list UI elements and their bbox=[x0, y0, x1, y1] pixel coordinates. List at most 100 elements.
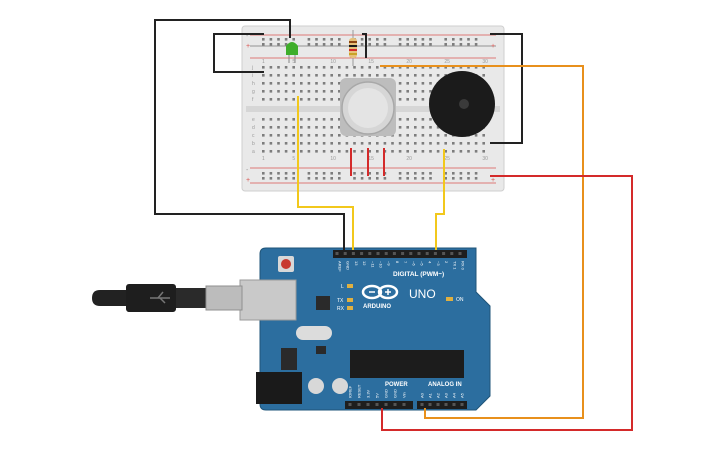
breadboard-hole bbox=[360, 142, 364, 145]
analog-header[interactable] bbox=[417, 401, 467, 409]
digital-pin[interactable] bbox=[433, 252, 437, 255]
usb-chip bbox=[316, 296, 330, 310]
breadboard-hole bbox=[322, 66, 326, 69]
breadboard-hole bbox=[406, 90, 409, 93]
digital-pin[interactable] bbox=[450, 252, 454, 255]
rail-hole bbox=[368, 38, 371, 41]
power-pin[interactable] bbox=[348, 403, 352, 406]
column-number: 1 bbox=[262, 156, 265, 162]
breadboard-hole bbox=[300, 66, 303, 69]
rail-hole bbox=[406, 43, 409, 46]
power-pin[interactable] bbox=[393, 403, 397, 406]
row-letter: j bbox=[251, 65, 253, 71]
breadboard-hole bbox=[330, 66, 333, 69]
resistor[interactable] bbox=[349, 30, 357, 66]
power-pin[interactable] bbox=[357, 403, 361, 406]
breadboard-hole bbox=[429, 90, 432, 93]
rail-hole bbox=[338, 177, 341, 180]
breadboard-hole bbox=[345, 74, 349, 77]
column-number: 5 bbox=[292, 59, 295, 65]
digital-label: DIGITAL (PWM~) bbox=[393, 271, 444, 278]
breadboard-hole bbox=[269, 126, 273, 129]
digital-pin[interactable] bbox=[409, 252, 413, 255]
analog-pin[interactable] bbox=[444, 403, 448, 406]
led[interactable] bbox=[286, 42, 298, 63]
analog-pin[interactable] bbox=[460, 403, 464, 406]
rail-hole bbox=[262, 38, 265, 41]
rail-hole bbox=[398, 38, 402, 41]
piezo-buzzer[interactable] bbox=[429, 71, 495, 137]
digital-pin-label: ~11 bbox=[370, 261, 375, 268]
analog-pin[interactable] bbox=[420, 403, 424, 406]
power-pin[interactable] bbox=[402, 403, 406, 406]
breadboard-hole bbox=[467, 142, 470, 145]
digital-pin-label: 12 bbox=[362, 261, 367, 266]
breadboard-hole bbox=[414, 150, 417, 153]
wire-led-signal[interactable] bbox=[297, 96, 354, 250]
rail-hole bbox=[376, 172, 379, 175]
power-pin[interactable] bbox=[366, 403, 370, 406]
digital-pin[interactable] bbox=[401, 252, 405, 255]
breadboard-hole bbox=[429, 150, 432, 153]
rail-hole bbox=[406, 172, 409, 175]
digital-pin[interactable] bbox=[425, 252, 429, 255]
breadboard-hole bbox=[360, 150, 364, 153]
breadboard-hole bbox=[269, 82, 273, 85]
rail-hole bbox=[292, 177, 295, 180]
rail-hole bbox=[421, 43, 425, 46]
wire-led-loop[interactable] bbox=[213, 33, 264, 73]
rail-hole bbox=[322, 172, 326, 175]
breadboard-hole bbox=[284, 74, 288, 77]
power-pin-label: IOREF bbox=[348, 385, 353, 398]
breadboard-hole bbox=[429, 118, 432, 121]
breadboard-hole bbox=[414, 98, 417, 101]
power-pin[interactable] bbox=[375, 403, 379, 406]
digital-pin[interactable] bbox=[368, 252, 372, 255]
power-pin[interactable] bbox=[384, 403, 388, 406]
digital-pin[interactable] bbox=[458, 252, 462, 255]
digital-pin[interactable] bbox=[351, 252, 355, 255]
wire-5v[interactable] bbox=[381, 175, 633, 431]
breadboard-hole bbox=[406, 82, 409, 85]
breadboard-hole bbox=[307, 126, 311, 129]
rail-hole bbox=[277, 172, 280, 175]
digital-pin[interactable] bbox=[384, 252, 388, 255]
reset-button[interactable] bbox=[281, 259, 291, 269]
wire-buzzer-gnd[interactable] bbox=[490, 33, 523, 144]
power-header[interactable] bbox=[345, 401, 413, 409]
digital-pin[interactable] bbox=[392, 252, 396, 255]
breadboard-hole bbox=[474, 66, 478, 69]
breadboard-hole bbox=[398, 74, 402, 77]
digital-pin[interactable] bbox=[343, 252, 347, 255]
analog-pin[interactable] bbox=[428, 403, 432, 406]
digital-pin[interactable] bbox=[335, 252, 339, 255]
breadboard-hole bbox=[444, 74, 447, 77]
wire-gnd-main[interactable] bbox=[154, 19, 345, 250]
breadboard-hole bbox=[406, 134, 409, 137]
rail-hole bbox=[421, 38, 425, 41]
usb-cable[interactable] bbox=[92, 284, 243, 312]
digital-pin[interactable] bbox=[417, 252, 421, 255]
analog-pin[interactable] bbox=[436, 403, 440, 406]
wire-sensor-analog[interactable] bbox=[380, 65, 584, 419]
digital-pin[interactable] bbox=[442, 252, 446, 255]
digital-header[interactable] bbox=[333, 250, 467, 258]
breadboard-hole bbox=[300, 98, 303, 101]
rail-hole bbox=[330, 177, 333, 180]
digital-pin[interactable] bbox=[360, 252, 364, 255]
breadboard-hole bbox=[262, 142, 265, 145]
wire-resistor-gnd[interactable] bbox=[362, 33, 367, 58]
digital-pin[interactable] bbox=[376, 252, 380, 255]
gas-sensor[interactable] bbox=[340, 78, 396, 136]
breadboard-hole bbox=[300, 150, 303, 153]
breadboard-hole bbox=[262, 74, 265, 77]
rail-hole bbox=[398, 177, 402, 180]
analog-pin[interactable] bbox=[452, 403, 456, 406]
breadboard-hole bbox=[315, 66, 318, 69]
wire-buzzer-signal[interactable] bbox=[435, 149, 445, 250]
power-pin-label: 5V bbox=[375, 393, 380, 398]
breadboard-hole bbox=[284, 126, 288, 129]
breadboard-hole bbox=[383, 74, 387, 77]
